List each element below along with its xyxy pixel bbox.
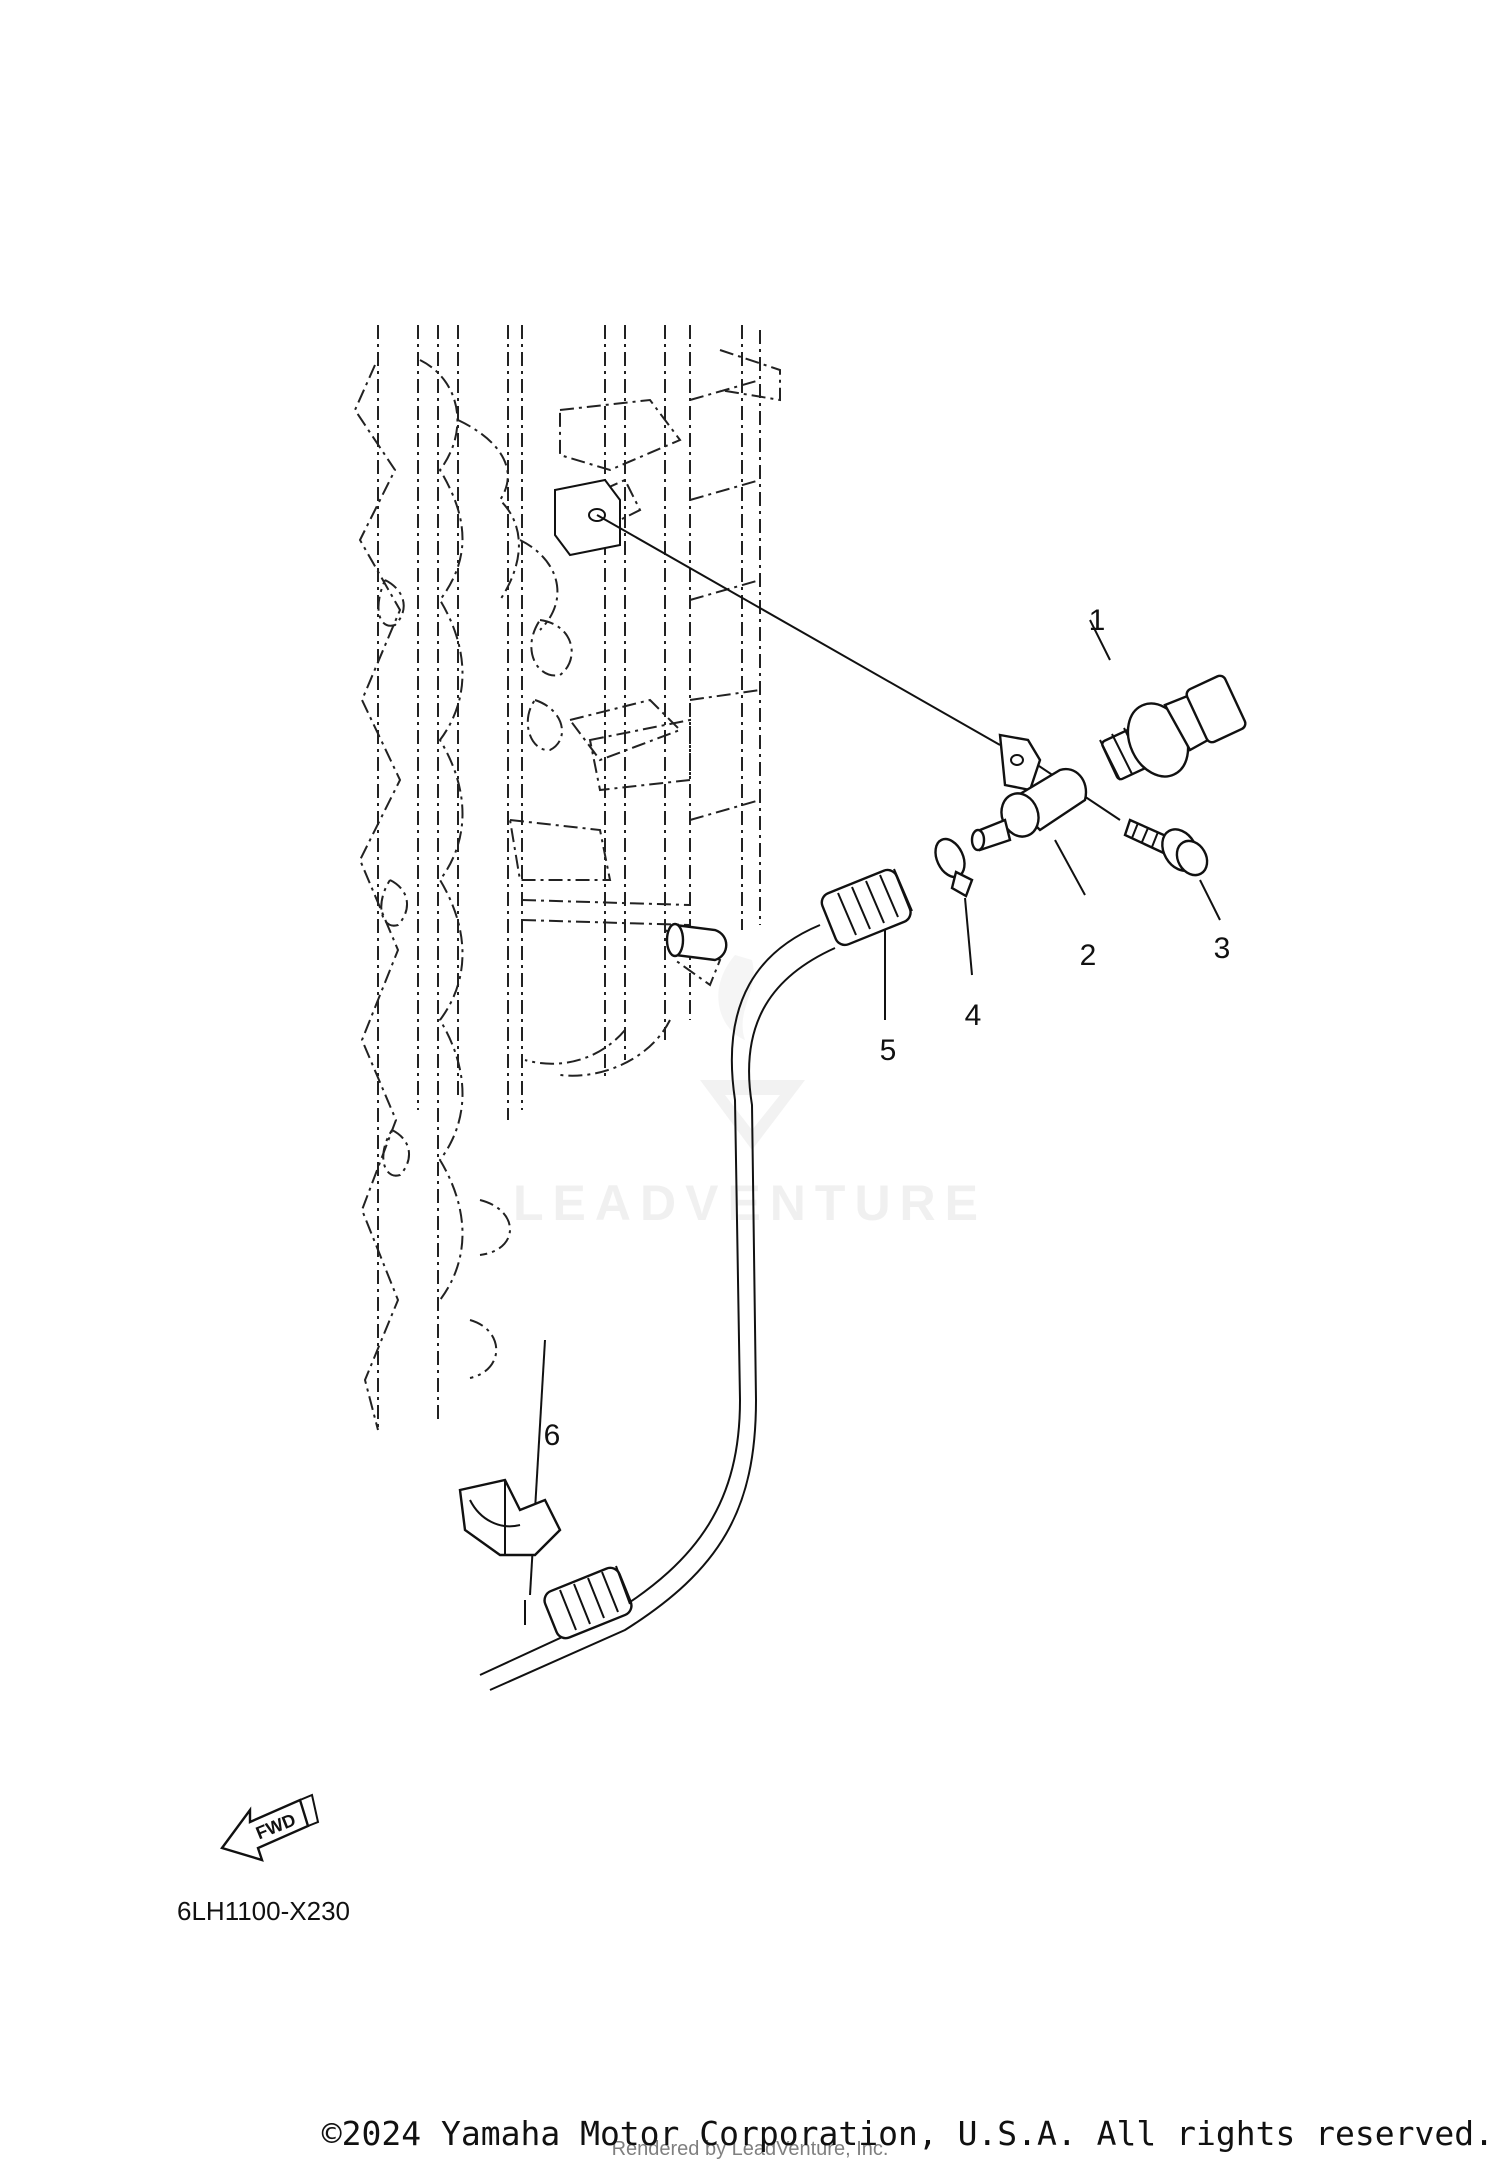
copyright-text: ©2024 Yamaha Motor Corporation, U.S.A. A… — [321, 2114, 1494, 2153]
watermark-text: LEADVENTURE — [513, 1175, 987, 1231]
callout-6: 6 — [544, 1419, 561, 1452]
callout-2: 2 — [1080, 939, 1097, 972]
hose-end-upper — [820, 868, 913, 947]
engine-block-outline — [353, 325, 781, 1431]
part-2-adapter[interactable] — [970, 733, 1088, 852]
assembly-lines — [524, 514, 1221, 1625]
hose-end-lower — [543, 1565, 633, 1640]
part-3-bolt[interactable] — [1123, 818, 1213, 881]
callout-1: 1 — [1089, 604, 1106, 637]
watermark-logo: LEADVENTURE — [513, 955, 987, 1231]
callout-4: 4 — [965, 999, 982, 1032]
hose — [479, 868, 913, 1691]
rendered-by-text: Rendered by LeadVenture, Inc. — [611, 2138, 889, 2160]
part-6-hose-holder[interactable] — [458, 1478, 562, 1557]
diagram-code: 6LH1100-X230 — [177, 1896, 350, 1926]
fwd-arrow-icon: FWD — [220, 1793, 320, 1862]
callout-3: 3 — [1214, 932, 1231, 965]
part-1-pressure-sensor[interactable] — [1099, 674, 1247, 786]
callout-5: 5 — [880, 1034, 897, 1067]
part-4-clip[interactable] — [930, 834, 974, 898]
